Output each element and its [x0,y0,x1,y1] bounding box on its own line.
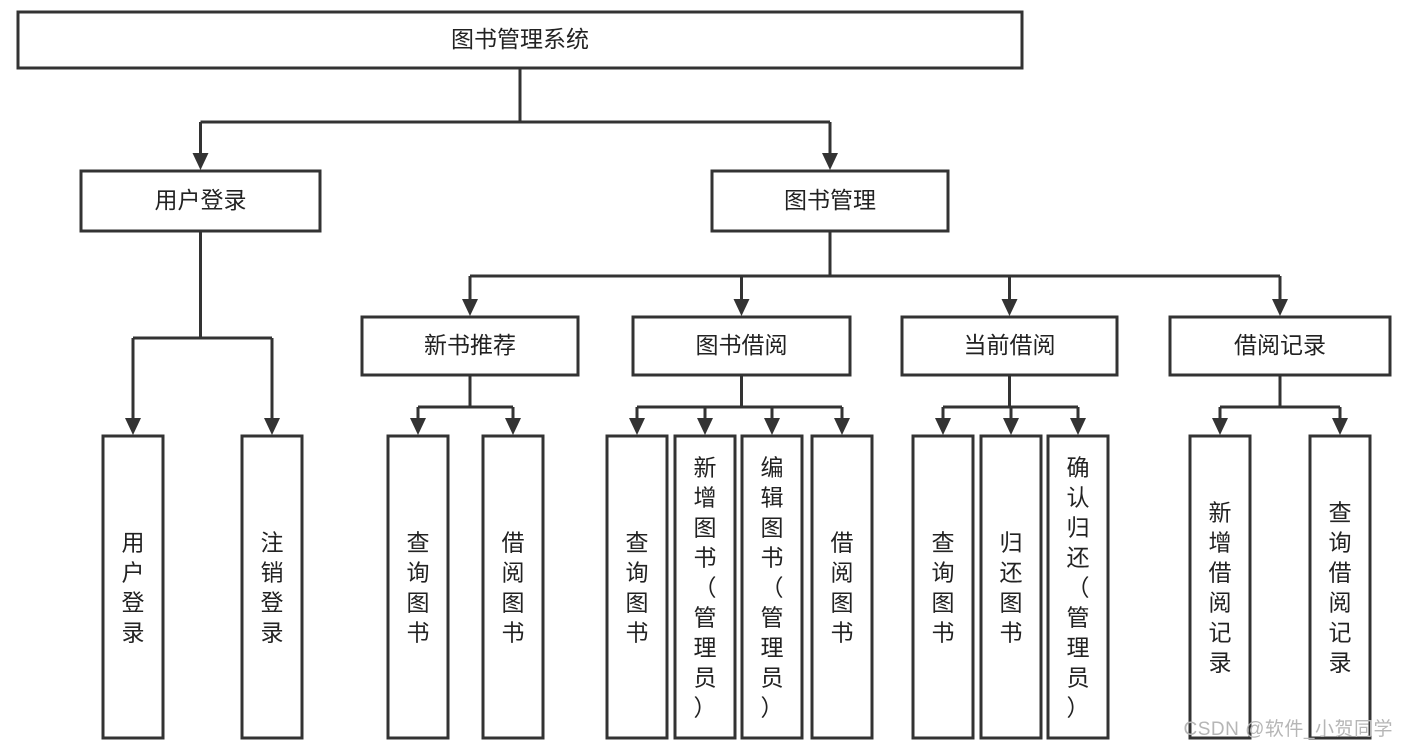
node-box [710,169,950,233]
node-box [911,434,975,740]
node-new-book-recommend[interactable]: 新书推荐 [360,315,580,377]
node-label: 新书推荐 [424,332,516,358]
node-leaf-user-login[interactable]: 用户登录 [101,434,165,740]
node-label: 编辑图书（管理员） [761,454,784,720]
node-label: 图书借阅 [696,332,788,358]
node-box [810,434,874,740]
node-label: 归还图书 [1000,529,1023,645]
arrow-head-leaf-add-record [1212,418,1228,435]
arrow-head-leaf-query-record [1332,418,1348,435]
node-label: 查询图书 [932,529,955,645]
node-label: 当前借阅 [964,332,1056,358]
node-leaf-borrow-book-bor[interactable]: 借阅图书 [810,434,874,740]
node-user-login[interactable]: 用户登录 [79,169,322,233]
arrow-head-leaf-user-login [125,418,141,435]
node-borrow-record[interactable]: 借阅记录 [1168,315,1392,377]
arrow-head-leaf-edit-book [764,418,780,435]
node-leaf-query-record[interactable]: 查询借阅记录 [1308,434,1372,740]
node-label: 用户登录 [155,187,247,213]
node-leaf-query-book-rec[interactable]: 查询图书 [386,434,450,740]
arrow-head-book-borrow [733,299,750,316]
node-label: 查询借阅记录 [1329,499,1352,675]
arrow-head-new-book-recommend [462,299,478,316]
arrow-head-user-login [192,153,209,170]
node-label: 借阅图书 [502,529,525,645]
node-box [1168,315,1392,377]
arrow-head-leaf-borrow-book-bor [834,418,850,435]
connector-layer [125,68,1348,435]
node-book-borrow[interactable]: 图书借阅 [631,315,852,377]
node-label: 查询图书 [407,529,430,645]
node-label: 用户登录 [122,529,145,645]
node-box [673,434,737,740]
node-box [16,10,1024,70]
node-box [631,315,852,377]
node-leaf-confirm-return[interactable]: 确认归还（管理员） [1046,434,1110,740]
node-label: 图书管理系统 [451,26,589,52]
arrow-head-book-manage [822,153,838,170]
node-box [101,434,165,740]
arrow-head-leaf-query-book-bor [629,418,645,435]
node-box [1308,434,1372,740]
node-leaf-query-book-bor[interactable]: 查询图书 [605,434,669,740]
node-leaf-logout[interactable]: 注销登录 [240,434,304,740]
node-leaf-add-record[interactable]: 新增借阅记录 [1188,434,1252,740]
node-box [605,434,669,740]
node-leaf-borrow-book-rec[interactable]: 借阅图书 [481,434,545,740]
node-label: 新增借阅记录 [1209,499,1232,675]
node-leaf-return-book[interactable]: 归还图书 [979,434,1043,740]
node-box [740,434,804,740]
node-current-borrow[interactable]: 当前借阅 [900,315,1119,377]
node-label: 借阅记录 [1234,332,1326,358]
arrow-head-current-borrow [1001,299,1018,316]
node-label: 借阅图书 [831,529,854,645]
node-box [1046,434,1110,740]
node-label: 确认归还（管理员） [1067,454,1090,720]
node-box [386,434,450,740]
arrow-head-leaf-logout [264,418,280,435]
arrow-head-leaf-return-book [1003,418,1019,435]
node-box [900,315,1119,377]
node-label: 图书管理 [784,187,876,213]
node-leaf-edit-book[interactable]: 编辑图书（管理员） [740,434,804,740]
node-layer: 图书管理系统用户登录图书管理新书推荐图书借阅当前借阅借阅记录用户登录注销登录查询… [16,10,1392,740]
node-leaf-query-book-cur[interactable]: 查询图书 [911,434,975,740]
node-label: 查询图书 [626,529,649,645]
arrow-head-borrow-record [1272,299,1288,316]
node-box [979,434,1043,740]
node-box [360,315,580,377]
arrow-head-leaf-add-book [697,418,713,435]
node-box [240,434,304,740]
node-root[interactable]: 图书管理系统 [16,10,1024,70]
arrow-head-leaf-query-book-cur [935,418,951,435]
node-book-manage[interactable]: 图书管理 [710,169,950,233]
node-leaf-add-book[interactable]: 新增图书（管理员） [673,434,737,740]
arrow-head-leaf-borrow-book-rec [505,418,521,435]
node-box [1188,434,1252,740]
node-box [79,169,322,233]
node-box [481,434,545,740]
arrow-head-leaf-query-book-rec [410,418,426,435]
node-label: 注销登录 [261,529,284,645]
arrow-head-leaf-confirm-return [1070,418,1086,435]
node-label: 新增图书（管理员） [694,454,717,720]
